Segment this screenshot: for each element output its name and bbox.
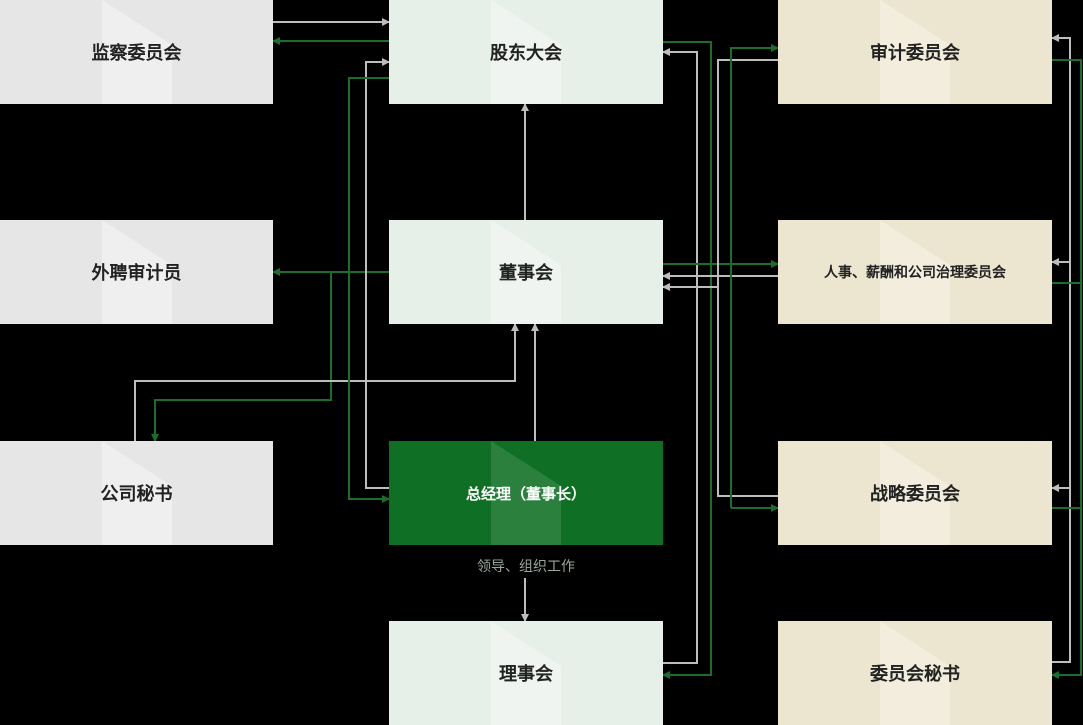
company-secretary-label: 公司秘书 xyxy=(100,484,173,505)
board-of-directors-box: 董事会 xyxy=(389,220,663,324)
supervisory-committee-label: 监察委员会 xyxy=(91,43,182,64)
strategy-committee-box: 战略委员会 xyxy=(778,441,1052,545)
council-box: 理事会 xyxy=(389,621,663,725)
audit-committee-label: 审计委员会 xyxy=(870,43,960,64)
general-manager-caption: 领导、组织工作 xyxy=(477,559,575,575)
company-secretary-box: 公司秘书 xyxy=(0,441,273,545)
external-auditor-box: 外聘审计员 xyxy=(0,220,273,324)
general-manager-box: 总经理（董事长） xyxy=(389,441,663,545)
external-auditor-label: 外聘审计员 xyxy=(91,263,182,284)
line-general-manager-to-shareholders xyxy=(365,58,390,489)
general-manager-label: 总经理（董事长） xyxy=(465,484,586,503)
line-company-secretary-to-board xyxy=(134,323,519,441)
line-secretary-to-committees xyxy=(1051,34,1071,663)
line-council-to-shareholders xyxy=(662,48,698,664)
shareholders-meeting-box: 股东大会 xyxy=(389,0,663,104)
line-audit-to-board xyxy=(662,59,778,291)
committee-secretary-box: 委员会秘书 xyxy=(778,621,1052,725)
line-committees-to-secretary xyxy=(1051,59,1082,679)
line-strategy-to-board xyxy=(717,287,778,497)
strategy-committee-label: 战略委员会 xyxy=(870,484,960,505)
audit-committee-box: 审计委员会 xyxy=(778,0,1052,104)
line-board-to-company-secretary xyxy=(151,272,332,442)
line-shareholders-to-council xyxy=(662,41,712,679)
board-of-directors-label: 董事会 xyxy=(499,263,553,284)
supervisory-committee-box: 监察委员会 xyxy=(0,0,273,104)
shareholders-meeting-label: 股东大会 xyxy=(490,43,562,64)
line-shareholders-to-general-manager xyxy=(348,77,390,503)
line-to-audit-committee xyxy=(730,44,779,508)
hr-compensation-committee-label: 人事、薪酬和公司治理委员会 xyxy=(824,265,1006,281)
hr-compensation-committee-box: 人事、薪酬和公司治理委员会 xyxy=(778,220,1052,324)
council-label: 理事会 xyxy=(499,664,553,685)
committee-secretary-label: 委员会秘书 xyxy=(870,664,960,685)
